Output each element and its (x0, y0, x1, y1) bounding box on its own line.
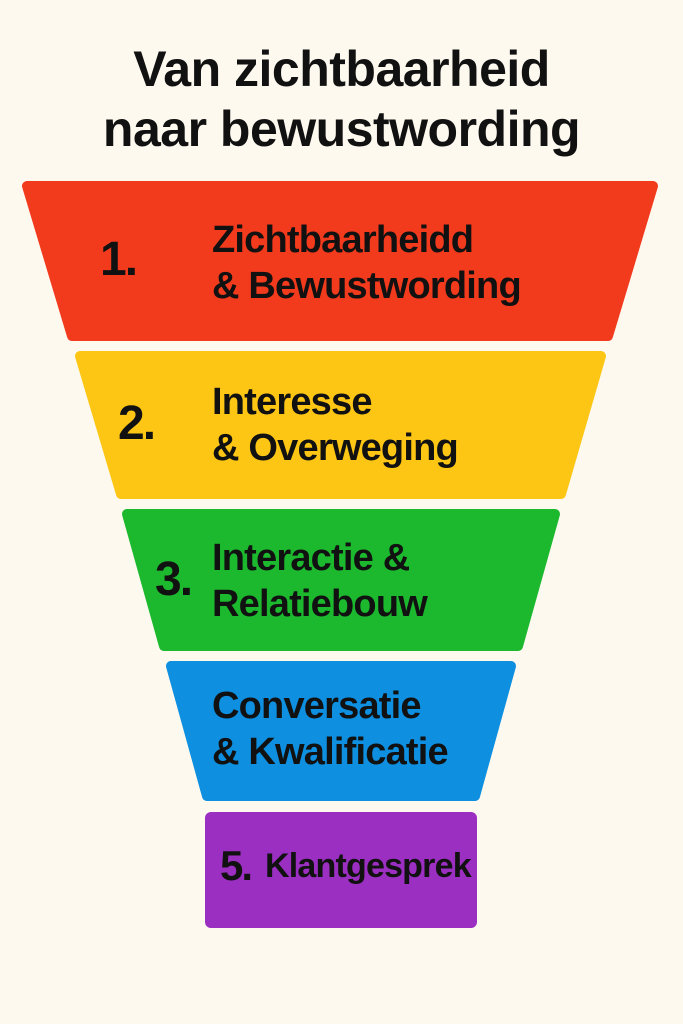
stage-3-label-line-2: Relatiebouw (212, 583, 428, 625)
stage-1-label-line-2: & Bewustwording (212, 265, 522, 307)
funnel-stage-5-shape (205, 812, 477, 928)
stage-4-label-line-2: & Kwalificatie (212, 731, 449, 773)
stage-3-number: 3. (155, 553, 193, 606)
stage-3-label-line-1: Interactie & (212, 537, 410, 579)
funnel-stage-4-shape (166, 661, 516, 801)
stage-1-number: 1. (100, 233, 138, 286)
funnel-stage-3-shape (122, 509, 560, 651)
stage-2-label-line-2: & Overweging (212, 427, 459, 469)
stage-1-label-line-1: Zichtbaarheidd (212, 219, 474, 261)
diagram-title-line-1: Van zichtbaarheid (133, 41, 550, 97)
stage-4-label-line-1: Conversatie (212, 685, 422, 727)
stage-2-number: 2. (118, 397, 156, 450)
stage-5-label: Klantgesprek (265, 847, 472, 885)
funnel-stage-1-shape (22, 181, 658, 341)
diagram-title-line-2: naar bewustwording (102, 101, 581, 157)
stage-5-number: 5. (220, 842, 253, 889)
stage-2-label-line-1: Interesse (212, 381, 372, 423)
funnel-stage-2-shape (75, 351, 606, 499)
